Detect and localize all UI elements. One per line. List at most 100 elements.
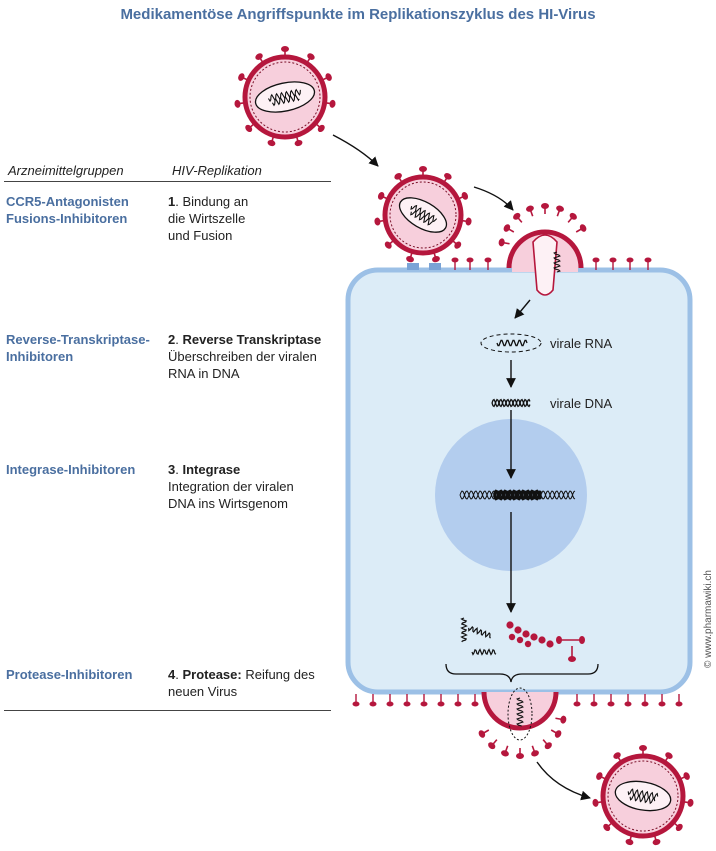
bottom-spike-head: [658, 701, 666, 707]
protein-bead: [516, 636, 524, 644]
spike-head: [465, 217, 472, 226]
spike-head: [625, 838, 634, 846]
step-2-name: Reverse Transkriptase: [182, 332, 322, 347]
capsid-rna: [410, 204, 438, 223]
entering-capsid: [532, 234, 558, 296]
new-viral-components: [460, 617, 585, 662]
step-4: 4. Protease: Reifung des neuen Virus: [168, 667, 315, 699]
bottom-spike-head: [641, 701, 649, 707]
label-viral-dna: virale DNA: [550, 396, 613, 411]
spike-head: [501, 750, 509, 757]
capsid-rna: [271, 93, 300, 107]
matrix: [389, 181, 457, 249]
spike-head: [531, 750, 539, 757]
spike-head: [294, 139, 303, 147]
spike-head: [488, 742, 496, 750]
protein-bead: [508, 633, 516, 641]
spike-head: [554, 730, 562, 738]
spike-head: [325, 73, 332, 81]
spike-head: [513, 212, 521, 220]
spike-head: [307, 53, 315, 60]
step-1-number: 1: [168, 194, 176, 209]
spike-head: [461, 192, 469, 200]
spike-head: [238, 73, 245, 81]
spike-head: [569, 212, 577, 220]
arrow-bind: [473, 186, 514, 211]
spike-head: [603, 823, 611, 832]
bottom-spike-head: [675, 701, 683, 707]
column-header-drugs: Arzneimittelgruppen: [8, 163, 124, 178]
spike-head: [329, 99, 336, 108]
bottom-spike-head: [437, 701, 445, 707]
virus-fusing: [498, 203, 587, 296]
protein-bead: [530, 633, 538, 641]
step-2-number: 2: [168, 332, 176, 347]
step-1-line3: und Fusion: [168, 228, 233, 243]
protein-bead: [506, 621, 514, 629]
bottom-spike-head: [590, 701, 598, 707]
step-2-line3: RNA in DNA: [168, 366, 240, 381]
step-1-line1: . Bindung an: [175, 194, 249, 209]
budding-rna: [516, 697, 524, 727]
spike-head: [541, 203, 549, 209]
spike-head: [267, 139, 276, 147]
dna-strand-b: [491, 398, 531, 408]
membrane-spikes-top: [451, 257, 652, 270]
viral-dna-strand: [491, 398, 531, 408]
bottom-spike-head: [386, 701, 394, 707]
integrated-segment-b: [492, 489, 543, 501]
spike-head: [444, 172, 452, 180]
label-viral-rna: virale RNA: [550, 336, 613, 351]
bottom-spike-head: [352, 701, 360, 707]
spike-head: [234, 99, 241, 108]
step-3-name: Integrase: [182, 462, 241, 477]
spike-head: [613, 752, 621, 759]
spike-head: [560, 715, 567, 724]
top-spike-head: [451, 257, 459, 263]
step-2-line2: Überschreiben der viralen: [168, 349, 317, 364]
top-spike-head: [466, 257, 474, 263]
step-3: 3. Integrase Integration der viralen DNA…: [168, 462, 294, 511]
table-bottom-rule: [4, 710, 331, 711]
top-spike-head: [644, 257, 652, 263]
top-spike-head: [609, 257, 617, 263]
protein-bead: [524, 640, 532, 648]
spike-head: [245, 124, 253, 133]
step-4-rest: Reifung des: [241, 667, 315, 682]
immature-capsid: [507, 687, 533, 741]
spike-head: [281, 46, 289, 52]
receptor-right: [429, 263, 441, 270]
drug-group-fusion: Fusions-Inhibitoren: [6, 211, 128, 226]
step-3-number: 3: [168, 462, 176, 477]
protein-bead: [522, 630, 530, 638]
bottom-spike-head: [403, 701, 411, 707]
bottom-spike-head: [454, 701, 462, 707]
viral-rna-strand: [496, 339, 528, 347]
top-spike-head: [592, 257, 600, 263]
membrane-spikes-bottom: [352, 694, 683, 707]
spike-head: [592, 798, 599, 807]
spike-head: [544, 742, 552, 750]
bottom-spike-head: [573, 701, 581, 707]
spike-head: [374, 217, 381, 226]
diagram-title: Medikamentöse Angriffspunkte im Replikat…: [120, 6, 596, 23]
virus-binding: [374, 166, 472, 263]
bottom-spike-head: [471, 701, 479, 707]
spike-head: [377, 192, 385, 200]
spike-head: [432, 256, 440, 263]
viral-rna-capsid: [480, 333, 542, 353]
envelope-protein-head: [579, 636, 585, 644]
protein-bead: [514, 626, 522, 634]
step-4-number: 4: [168, 667, 176, 682]
bottom-spike-head: [420, 701, 428, 707]
spike-head: [516, 753, 524, 759]
top-spike-head: [626, 257, 634, 263]
step-4-line2: neuen Virus: [168, 684, 238, 699]
spike-head: [503, 224, 511, 232]
step-3-line3: DNA ins Wirtsgenom: [168, 496, 288, 511]
virus-free-top: [234, 46, 336, 147]
drug-group-integrase: Integrase-Inhibitoren: [6, 462, 136, 477]
table-top-rule: [4, 181, 331, 182]
integrated-segment-a: [492, 489, 543, 501]
